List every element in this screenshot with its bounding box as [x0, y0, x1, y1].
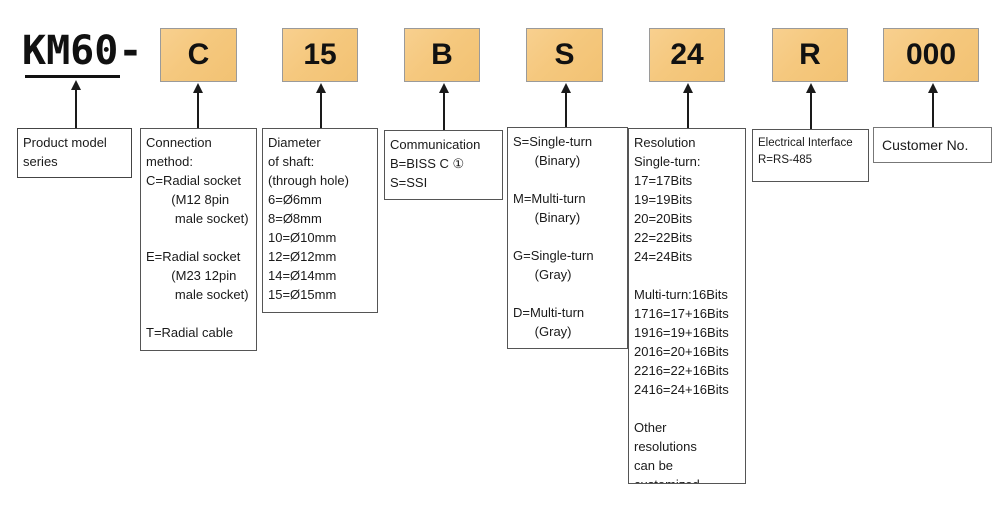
arrow-up-icon	[192, 83, 203, 93]
desc-box-resolution: Resolution Single-turn: 17=17Bits 19=19B…	[628, 128, 746, 484]
code-box-connection-method: C	[160, 28, 237, 82]
arrow-connection-method	[192, 83, 203, 128]
code-box-resolution: 24	[649, 28, 725, 82]
arrow-line	[686, 93, 689, 128]
arrow-product-series	[70, 80, 81, 128]
code-box-turn-type: S	[526, 28, 603, 82]
arrow-up-icon	[560, 83, 571, 93]
desc-box-product-series: Product model series	[17, 128, 132, 178]
arrow-up-icon	[70, 80, 81, 90]
arrow-shaft-diameter	[315, 83, 326, 128]
arrow-turn-type	[560, 83, 571, 127]
arrow-up-icon	[805, 83, 816, 93]
arrow-line	[809, 93, 812, 129]
arrow-up-icon	[438, 83, 449, 93]
model-prefix-label: KM60-	[22, 28, 143, 74]
arrow-line	[564, 93, 567, 127]
desc-box-turn-type: S=Single-turn (Binary) M=Multi-turn (Bin…	[507, 127, 628, 349]
desc-box-electrical-interface: Electrical Interface R=RS-485	[752, 129, 869, 182]
arrow-customer-no	[927, 83, 938, 127]
desc-box-customer-no: Customer No.	[873, 127, 992, 163]
code-box-communication: B	[404, 28, 480, 82]
prefix-underline	[25, 75, 120, 78]
arrow-communication	[438, 83, 449, 130]
code-box-customer-no: 000	[883, 28, 979, 82]
code-box-electrical-interface: R	[772, 28, 848, 82]
desc-box-connection-method: Connection method: C=Radial socket (M12 …	[140, 128, 257, 351]
arrow-electrical-interface	[805, 83, 816, 129]
arrow-up-icon	[682, 83, 693, 93]
arrow-line	[931, 93, 934, 127]
arrow-line	[74, 90, 77, 128]
arrow-line	[442, 93, 445, 130]
arrow-line	[196, 93, 199, 128]
desc-box-communication: Communication B=BISS C ① S=SSI	[384, 130, 503, 200]
code-box-shaft-diameter: 15	[282, 28, 358, 82]
arrow-up-icon	[927, 83, 938, 93]
arrow-resolution	[682, 83, 693, 128]
arrow-up-icon	[315, 83, 326, 93]
arrow-line	[319, 93, 322, 128]
desc-box-shaft-diameter: Diameter of shaft: (through hole) 6=Ø6mm…	[262, 128, 378, 313]
